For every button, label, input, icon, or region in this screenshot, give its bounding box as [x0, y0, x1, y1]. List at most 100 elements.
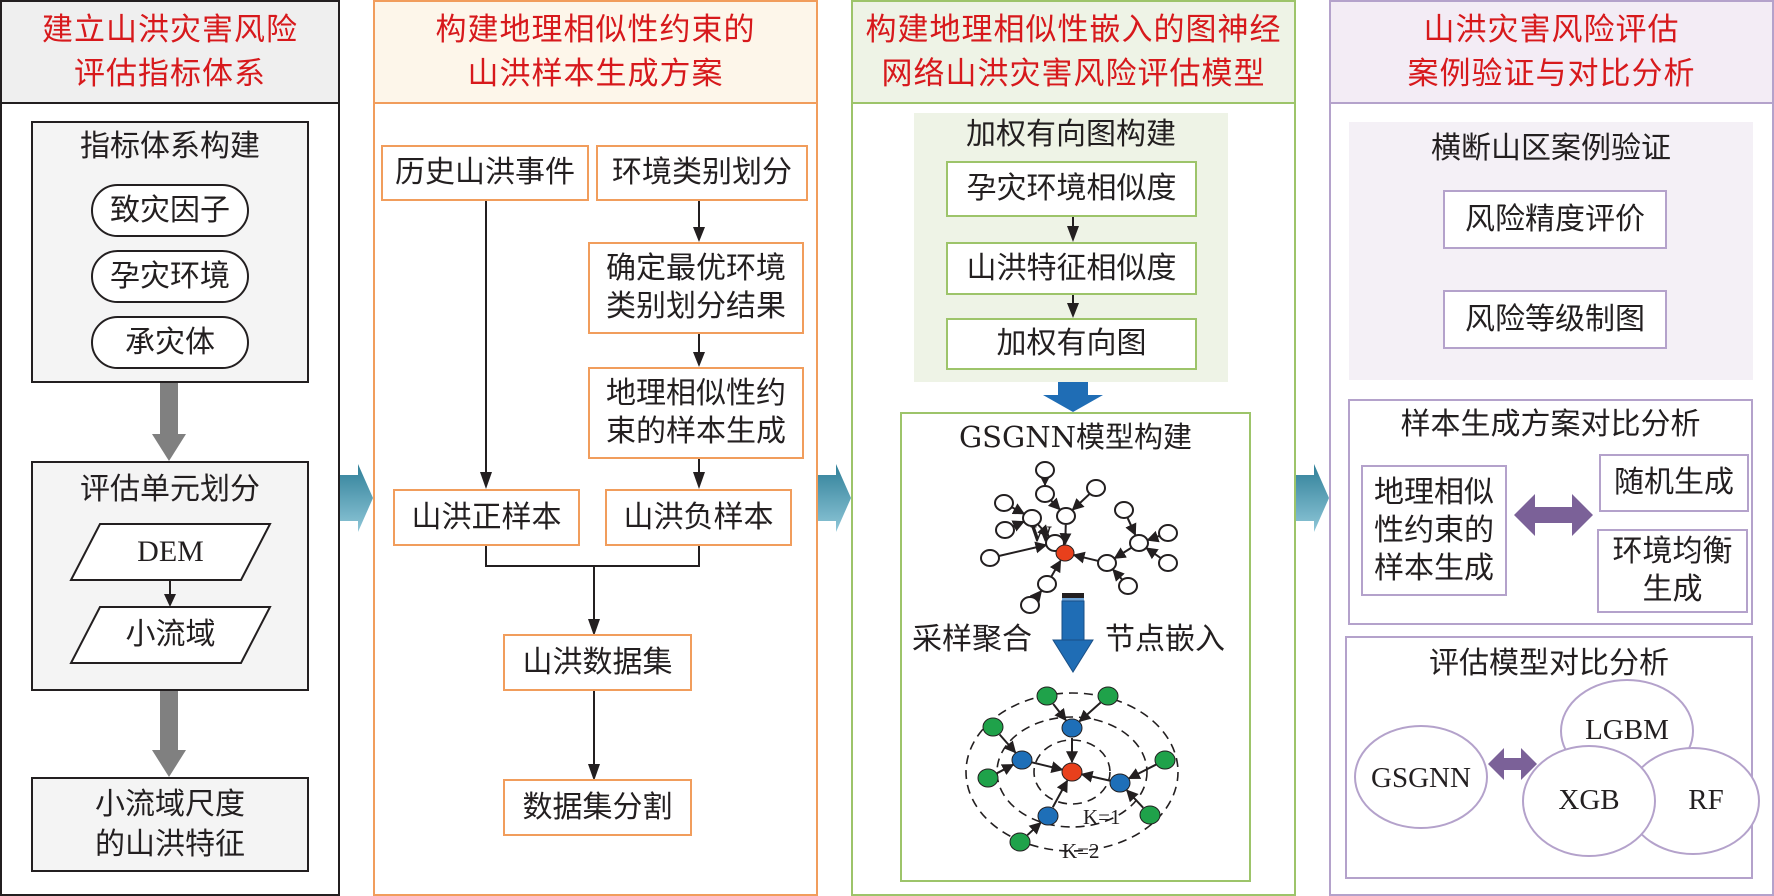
graph-node — [1097, 554, 1117, 572]
embedding-edge — [1127, 763, 1157, 780]
model-gsgnn: GSGNN — [1371, 762, 1471, 794]
risk-accuracy-box: 风险精度评价 — [1443, 190, 1667, 249]
weighted-graph-edge — [1037, 523, 1050, 538]
graph-step-weighted-graph: 加权有向图 — [946, 318, 1197, 370]
graph-step-env-similarity: 孕灾环境相似度 — [946, 161, 1197, 217]
embedding-green-node — [1139, 805, 1161, 825]
ring-label-k1: K=1 — [1083, 805, 1121, 829]
purple-double-arrow-samples — [1514, 494, 1593, 536]
dataset-box: 山洪数据集 — [503, 634, 692, 691]
embedding-green-node — [982, 717, 1004, 737]
geo-constraint-box: 地理相似性约 束的样本生成 — [588, 367, 804, 459]
weighted-graph-edge — [1072, 551, 1099, 564]
env-classification-box: 环境类别划分 — [596, 145, 808, 201]
geo-sample-line-3: 样本生成 — [1374, 550, 1494, 586]
gsgnn-model-title: GSGNN模型构建 — [959, 420, 1192, 454]
geo-constraint-line-1: 地理相似性约 — [606, 376, 786, 411]
embedding-green-node — [1154, 750, 1176, 770]
ring-k1-outer — [996, 716, 1148, 828]
embedding-blue-node — [1109, 773, 1131, 793]
gsgnn-ellipse — [1354, 725, 1488, 829]
graph-node — [994, 494, 1014, 512]
connector-arrow-3 — [1296, 464, 1329, 532]
graph-node — [1022, 509, 1042, 527]
panel-1-title-line-1: 建立山洪灾害风险 — [42, 12, 298, 48]
graph-node — [1129, 534, 1149, 552]
embedding-edge — [1078, 701, 1102, 723]
panel-3-title-line-1: 构建地理相似性嵌入的图神经 — [865, 12, 1282, 48]
model-xgb: XGB — [1558, 784, 1620, 816]
ring-k1 — [1033, 739, 1111, 805]
graph-node — [1086, 479, 1106, 497]
panel-index-system: 建立山洪灾害风险 评估指标体系 — [0, 0, 340, 896]
geo-constraint-line-2: 束的样本生成 — [606, 414, 786, 449]
sample-aggregate-label: 采样聚合 — [912, 622, 1032, 657]
graph-node — [1118, 577, 1138, 595]
output-line-2: 的山洪特征 — [95, 827, 245, 862]
panel-4-title-line-1: 山洪灾害风险评估 — [1423, 12, 1680, 48]
graph-node — [1114, 501, 1134, 519]
model-comparison-title: 评估模型对比分析 — [1429, 646, 1669, 681]
geo-sample-line-2: 性约束的 — [1374, 512, 1494, 548]
weighted-graph-edge — [1011, 503, 1026, 515]
embedding-edge — [1080, 770, 1111, 783]
embedding-edge — [996, 763, 1015, 776]
weighted-graph-edge — [1059, 524, 1072, 546]
graph-node — [995, 521, 1015, 539]
embedding-blue-node — [1061, 718, 1083, 738]
graph-node — [1035, 461, 1055, 479]
dem-to-subbasin-arrowhead — [164, 594, 176, 607]
embedding-center-node — [1061, 762, 1083, 782]
positive-samples-box: 山洪正样本 — [393, 489, 580, 546]
dem-parallelogram — [69, 523, 272, 581]
panel-case-validation: 山洪灾害风险评估 案例验证与对比分析 — [1329, 0, 1774, 896]
embedding-edge — [998, 733, 1017, 754]
panel-3-header: 构建地理相似性嵌入的图神经 网络山洪灾害风险评估模型 — [853, 2, 1294, 104]
xgb-ellipse — [1522, 745, 1656, 857]
ring-k2 — [965, 692, 1179, 852]
weighted-graph-edge — [1112, 568, 1125, 582]
index-item-hazard-factors: 致灾因子 — [91, 184, 249, 237]
purple-double-arrow-models — [1488, 748, 1537, 780]
sample-comparison-title: 样本生成方案对比分析 — [1400, 407, 1701, 442]
panel-1-header: 建立山洪灾害风险 评估指标体系 — [2, 2, 338, 104]
weighted-graph-edge — [1047, 497, 1061, 511]
grey-down-arrow-1 — [152, 383, 186, 461]
weight-label: W — [1030, 521, 1052, 546]
panel-2-title-line-1: 构建地理相似性约束的 — [435, 12, 756, 48]
graph-node — [1158, 524, 1178, 542]
panel-2-title-line-2: 山洪样本生成方案 — [467, 56, 724, 92]
subbasin-label: 小流域 — [125, 617, 216, 652]
panel-sample-generation: 构建地理相似性约束的 山洪样本生成方案 — [373, 0, 818, 896]
panel-2-header: 构建地理相似性约束的 山洪样本生成方案 — [375, 2, 816, 104]
embedding-blue-node — [1011, 750, 1033, 770]
dem-label: DEM — [137, 535, 204, 568]
graph-construction-title: 加权有向图构建 — [966, 117, 1176, 152]
optimal-env-line-2: 类别划分结果 — [606, 289, 786, 324]
embedding-green-node — [977, 768, 999, 788]
weighted-graph-edge — [1049, 559, 1062, 577]
negative-samples-box: 山洪负样本 — [605, 489, 792, 546]
embedding-green-node — [1097, 686, 1119, 706]
embedding-green-node — [1036, 686, 1058, 706]
panel-3-title-line-2: 网络山洪灾害风险评估模型 — [881, 56, 1266, 92]
random-generation-line-1: 随机生成 — [1614, 465, 1734, 500]
blue-down-arrow-large — [1052, 593, 1094, 673]
dataset-split-box: 数据集分割 — [503, 779, 692, 836]
model-rf: RF — [1688, 784, 1724, 816]
env-balanced-line-1: 环境均衡 — [1612, 534, 1733, 569]
panel-4-header: 山洪灾害风险评估 案例验证与对比分析 — [1331, 2, 1772, 104]
random-generation-box: 随机生成 — [1599, 454, 1749, 512]
index-system-title: 指标体系构建 — [80, 129, 260, 164]
embedding-edge — [1026, 821, 1042, 836]
historical-events-box: 历史山洪事件 — [381, 145, 589, 201]
graph-step-flood-similarity: 山洪特征相似度 — [946, 242, 1197, 295]
unit-division-title: 评估单元划分 — [80, 472, 260, 507]
embedding-edge — [1031, 761, 1064, 773]
ring-label-k2: K=2 — [1062, 839, 1100, 863]
